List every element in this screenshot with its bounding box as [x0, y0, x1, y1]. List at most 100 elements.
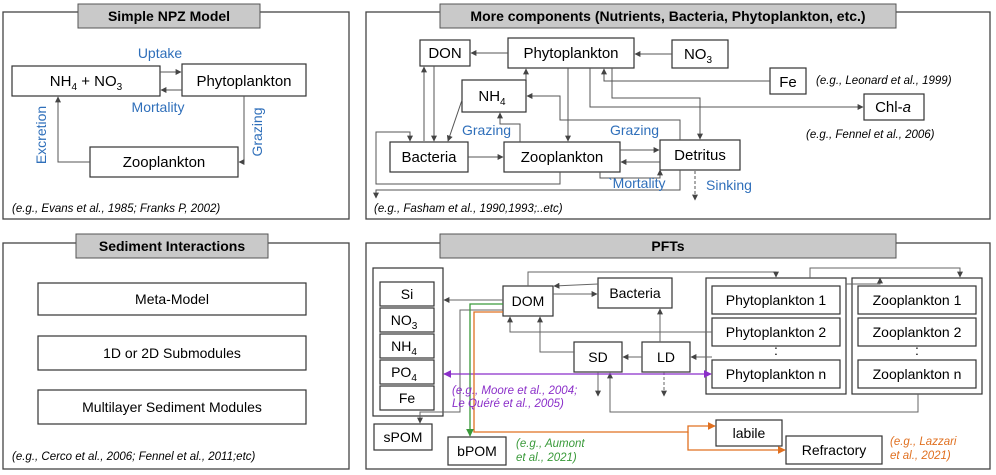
phytoplankton-n-label: Phytoplankton n: [726, 366, 826, 382]
npz-grazing-arrow: [238, 96, 245, 165]
multilayer-box: [37, 389, 307, 425]
lazzari-citation-2: et al., 2021): [890, 450, 951, 462]
comp-fe-box: [769, 67, 807, 95]
loop-to-bacteria-arrow: [375, 131, 561, 185]
bpom-label: bPOM: [457, 443, 497, 459]
sediment-citation: (e.g., Cerco et al., 2006; Fennel et al.…: [12, 451, 256, 463]
npz-mortality-label: Mortality: [132, 99, 185, 115]
no3-label: NO3: [391, 312, 418, 332]
green-bpom-arrow: [466, 303, 503, 437]
zoo-top-connector: [809, 267, 963, 278]
zooplankton-2-label: Zooplankton 2: [873, 324, 962, 340]
fasham-citation: (e.g., Fasham et al., 1990,1993;..etc): [374, 203, 563, 215]
phyto-top-connector: [527, 271, 779, 286]
npz-title: Simple NPZ Model: [108, 8, 230, 24]
comp-zooplankton-box: [503, 141, 621, 173]
comp-bacteria-box: [389, 141, 469, 173]
detritus-to-nh4-arrow: [526, 93, 681, 140]
pft-bacteria-label: Bacteria: [609, 285, 661, 301]
comp-phytoplankton-box: [507, 37, 635, 69]
dom-box: [502, 285, 554, 317]
zooplankton-n-label: Zooplankton n: [873, 366, 962, 382]
npz-phytoplankton-label: Phytoplankton: [196, 73, 291, 90]
zooplankton-1-label: Zooplankton 1: [873, 292, 962, 308]
dom-label: DOM: [512, 293, 545, 309]
ld-box: [641, 341, 691, 373]
npz-excretion-label: Excretion: [33, 106, 49, 164]
dom-to-spom-arrow: [417, 309, 503, 424]
fe-box: [379, 385, 435, 411]
npz-phytoplankton-box: [181, 63, 307, 97]
submodules-label: 1D or 2D Submodules: [103, 345, 241, 361]
sd-to-dom-arrow: [537, 316, 574, 353]
npz-citation: (e.g., Evans et al., 1985; Franks P, 200…: [12, 203, 220, 215]
comp-mortality-label: `Mortality: [608, 175, 666, 191]
meta-model-box: [37, 282, 307, 316]
lazzari-citation-1: (e.g., Lazzari: [890, 436, 957, 448]
bpom-box: [447, 436, 507, 466]
leonard-citation: (e.g., Leonard et al., 1999): [816, 75, 952, 87]
moore-citation-2: Le Quéré et al., 2005): [452, 398, 564, 410]
moore-citation-1: (e.g., Moore et al., 2004;: [452, 385, 577, 397]
zoo-to-sd-arrow: [607, 372, 919, 413]
phytoplankton-1-box: [711, 285, 841, 315]
labile-label: labile: [733, 425, 766, 441]
aumont-citation-1: (e.g., Aumont: [516, 438, 585, 450]
pft-bacteria-box: [597, 277, 673, 309]
si-label: Si: [401, 286, 413, 302]
detritus-label: Detritus: [674, 147, 726, 164]
zoo-mortality-arrow: [599, 169, 663, 179]
comp-bacteria-label: Bacteria: [401, 149, 457, 166]
components-title: More components (Nutrients, Bacteria, Ph…: [470, 8, 865, 24]
pft-nutrient-list: Si NO3 NH4 PO4 Fe: [379, 281, 435, 411]
pfts-title: PFTs: [651, 238, 684, 254]
npz-nutrients-label: NH4 + NO3: [50, 73, 123, 93]
zooplankton-ellipsis: :: [915, 342, 919, 358]
comp-zooplankton-label: Zooplankton: [521, 149, 604, 166]
bacteria-to-dom-arrow: [553, 282, 599, 289]
npz-title-box: [77, 3, 261, 29]
zoo-to-nh4-arrow: [497, 112, 521, 142]
comp-grazing-label-1: Grazing: [462, 122, 511, 138]
comp-no3-label: NO3: [684, 46, 713, 66]
refractory-label: Refractory: [802, 442, 867, 458]
fe-to-phyto-arrow: [601, 68, 770, 82]
comp-grazing-label-2: Grazing: [610, 122, 659, 138]
phytoplankton-1-label: Phytoplankton 1: [726, 292, 827, 308]
npz-panel: Simple NPZ Model NH4 + NO3 Phytoplankton…: [2, 3, 350, 220]
zooplankton-2-box: [857, 317, 977, 347]
phyto-zoo-link: [846, 277, 883, 285]
orange-labile-arrow: [473, 311, 716, 433]
meta-model-label: Meta-Model: [135, 291, 209, 307]
sediment-title: Sediment Interactions: [99, 238, 245, 254]
si-box: [379, 281, 435, 307]
comp-fe-label: Fe: [779, 74, 797, 91]
npz-nutrients-box: [11, 65, 161, 97]
sd-label: SD: [588, 349, 607, 365]
sinking-label: Sinking: [706, 177, 752, 193]
npz-grazing-label: Grazing: [249, 107, 265, 156]
ld-label: LD: [657, 349, 675, 365]
spom-label: sPOM: [384, 429, 423, 445]
sediment-panel: Sediment Interactions Meta-Model 1D or 2…: [2, 233, 350, 470]
components-title-box: [439, 3, 897, 29]
phytoplankton-2-label: Phytoplankton 2: [726, 324, 827, 340]
phyto2-to-dom-arrow: [507, 316, 712, 333]
chl-box: [863, 93, 925, 121]
submodules-box: [37, 335, 307, 371]
phyto-to-chl-arrow: [589, 68, 864, 110]
pfts-panel: PFTs Si NO3 NH4 PO4 Fe DOM Bacteria SD L…: [365, 233, 991, 470]
comp-nh4-box: [461, 79, 527, 113]
npz-uptake-label: Uptake: [138, 45, 183, 61]
po4-label: PO4: [391, 364, 417, 384]
multilayer-label: Multilayer Sediment Modules: [82, 399, 262, 415]
detritus-bottom-arrow: [373, 170, 681, 199]
zooplankton-1-box: [857, 285, 977, 315]
npz-zooplankton-label: Zooplankton: [123, 154, 206, 171]
don-box: [419, 39, 471, 67]
phytoplankton-ellipsis: :: [774, 342, 778, 358]
aumont-citation-2: et al., 2021): [516, 452, 577, 464]
components-panel: More components (Nutrients, Bacteria, Ph…: [365, 3, 991, 220]
detritus-box: [659, 139, 741, 171]
nh4-label: NH4: [391, 338, 417, 358]
